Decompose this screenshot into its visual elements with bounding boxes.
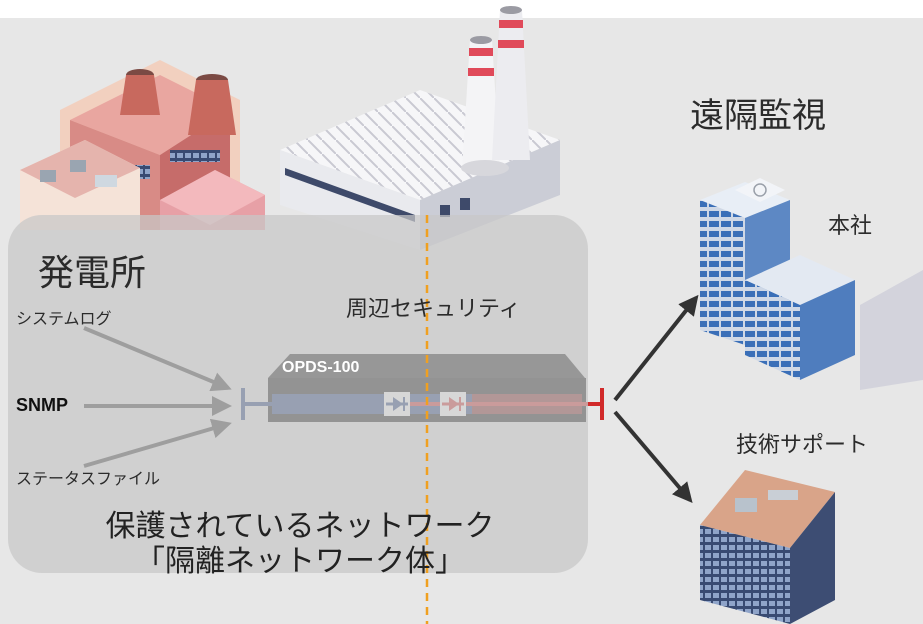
support-building-icon: [700, 470, 835, 624]
snmp-label: SNMP: [16, 395, 69, 415]
syslog-label: システムログ: [16, 309, 112, 328]
remote-monitoring-label: 遠隔監視: [690, 96, 826, 136]
device-label: OPDS-100: [282, 359, 360, 376]
status-file-label: ステータスファイル: [16, 469, 161, 488]
protected-network-line1: 保護されているネットワーク: [105, 509, 495, 544]
technical-support-label: 技術サポート: [736, 433, 869, 458]
support-arrow: [613, 410, 693, 504]
protected-network-zone: [8, 215, 588, 573]
smokestack-icon: [461, 6, 530, 176]
perimeter-security-label: 周辺セキュリティ: [346, 297, 521, 322]
factory-icon: [20, 60, 265, 230]
protected-network-label: 保護されているネットワーク 「隔離ネットワーク体」: [105, 509, 495, 579]
headquarters-label: 本社: [828, 214, 873, 239]
protected-network-line2: 「隔離ネットワーク体」: [134, 543, 465, 579]
power-plant-label: 発電所: [38, 253, 147, 294]
hq-arrow: [613, 294, 699, 402]
office-building-icon: [700, 178, 923, 390]
